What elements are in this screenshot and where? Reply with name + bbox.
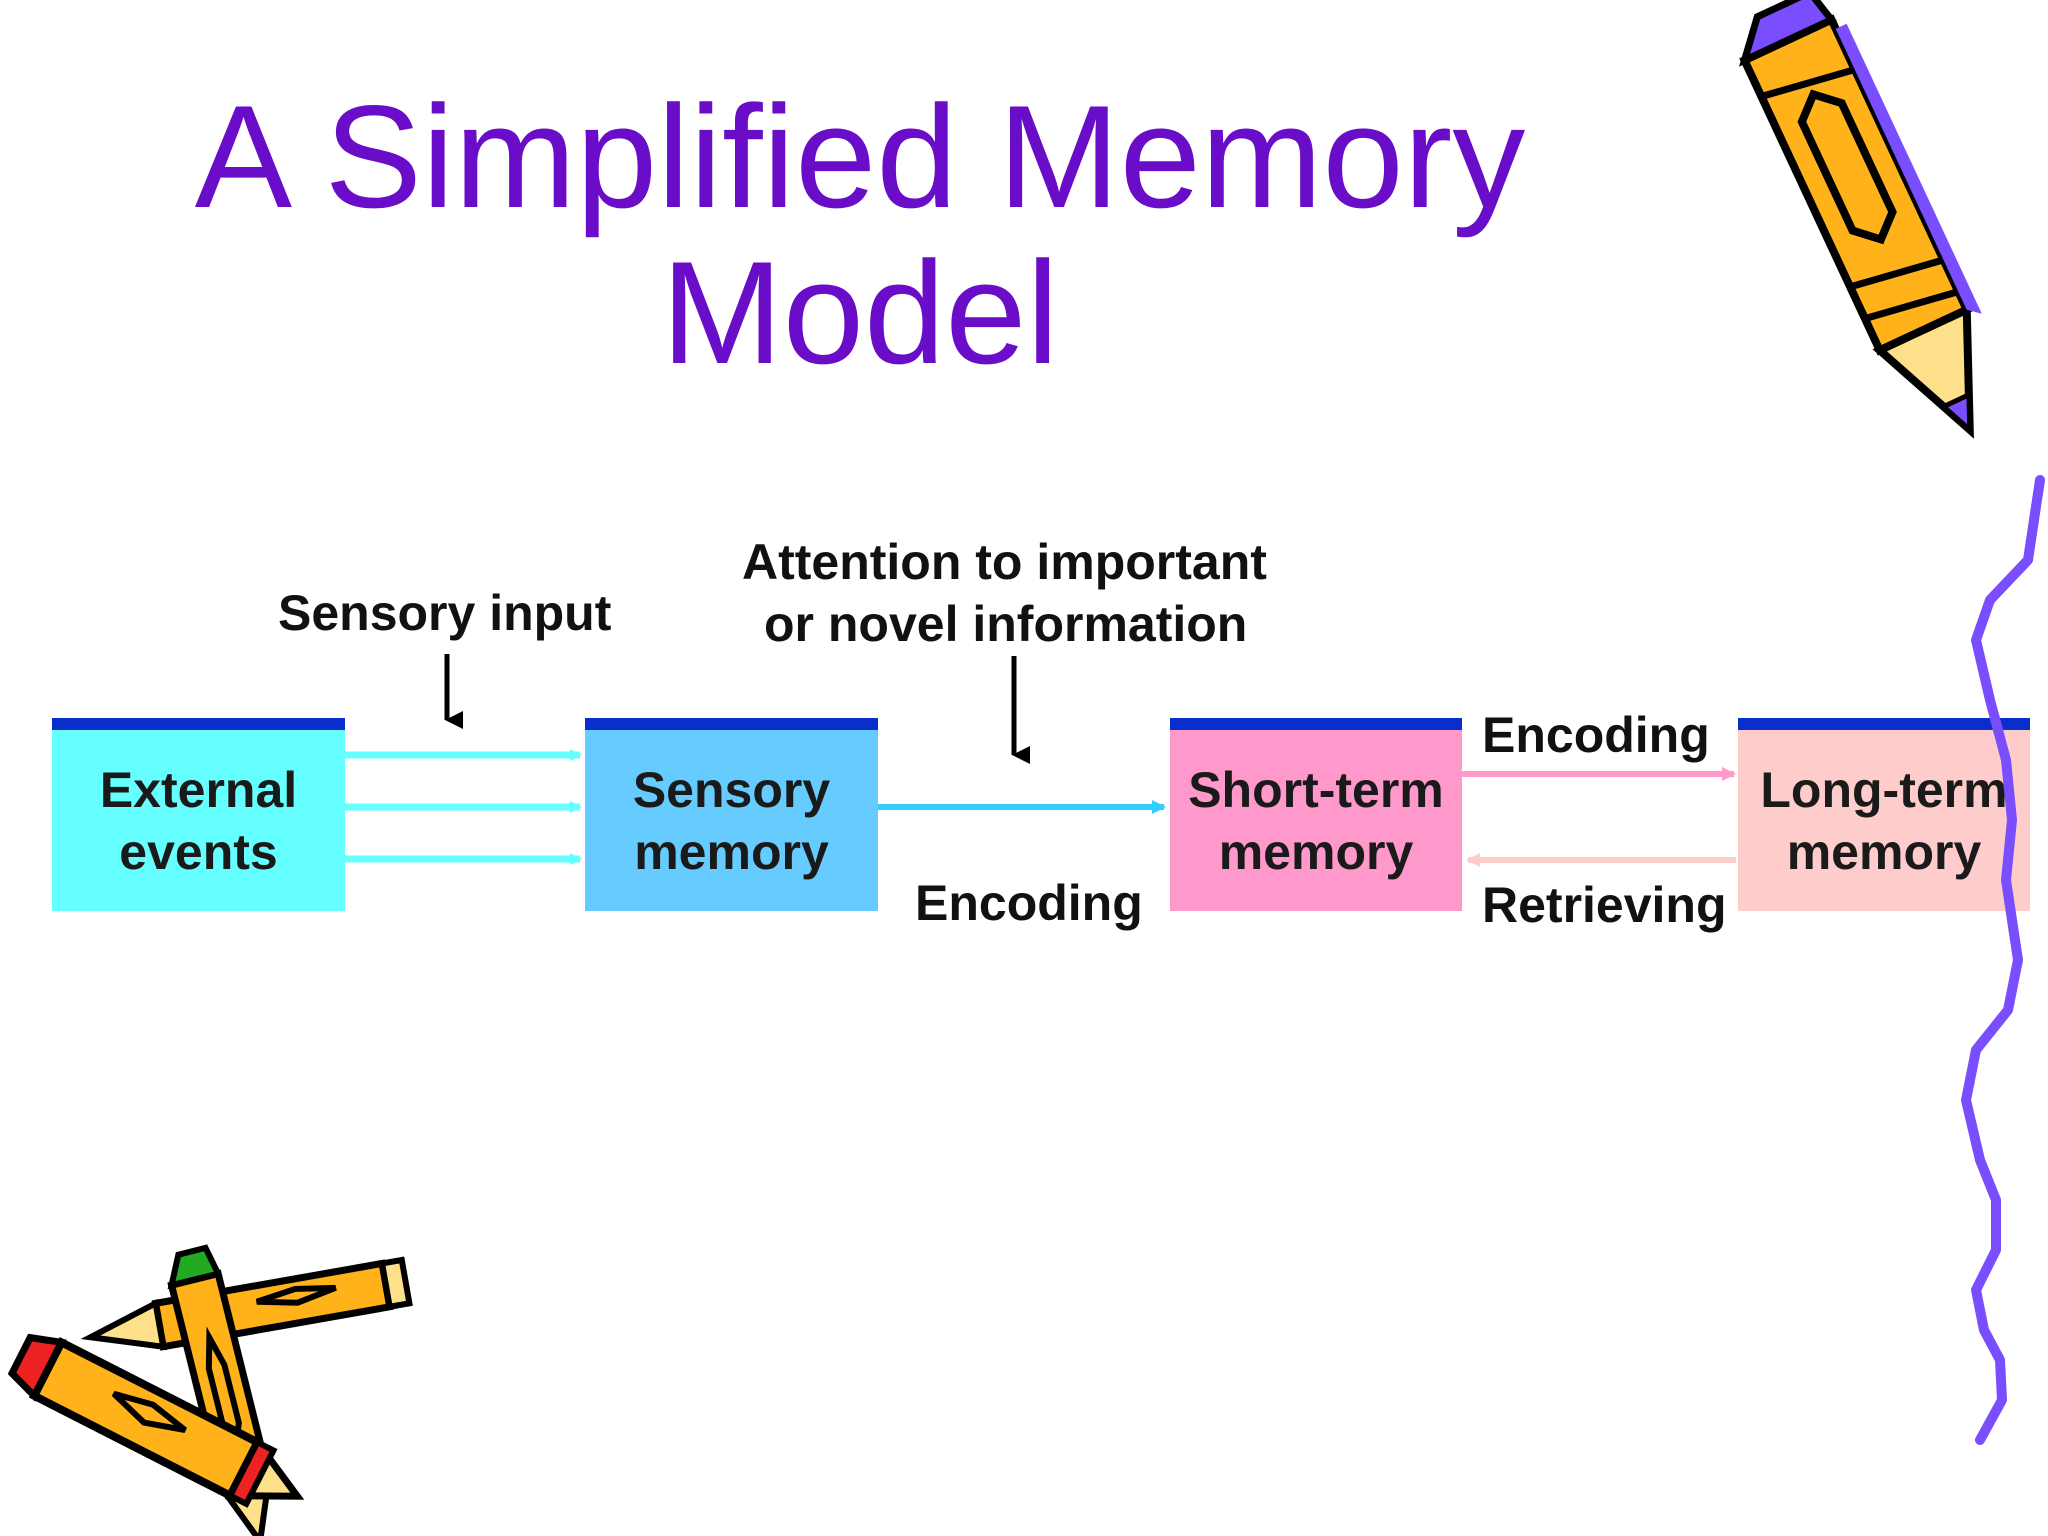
sensory-input-label: Sensory input: [278, 585, 612, 641]
pencil-icon: [1738, 0, 1982, 439]
long-term-memory-line2: memory: [1786, 823, 1982, 880]
short-term-memory-line1: Short-term: [1188, 761, 1444, 818]
encoding-label-lower: Encoding: [915, 875, 1143, 931]
long-term-memory-line1: Long-term: [1760, 761, 2008, 818]
attention-label-line2: or novel information: [764, 596, 1248, 652]
external-events-line2: events: [119, 823, 278, 880]
short-term-memory-box: Short-term memory: [1170, 718, 1462, 911]
squiggle-line: [1961, 475, 2045, 1445]
short-term-memory-line2: memory: [1218, 823, 1414, 880]
crossed-pencils-icon: [7, 1244, 413, 1536]
sensory-memory-line1: Sensory: [632, 761, 831, 818]
external-events-box: External events: [52, 718, 345, 911]
long-term-memory-box: Long-term memory: [1738, 718, 2030, 911]
sensory-memory-box: Sensory memory: [585, 718, 878, 911]
encoding-label-upper: Encoding: [1482, 707, 1710, 763]
attention-label-line1: Attention to important: [742, 534, 1267, 590]
title-line-2: Model: [661, 231, 1059, 394]
title-line-1: A Simplified Memory: [194, 75, 1526, 238]
sensory-memory-line2: memory: [634, 823, 829, 880]
external-events-line1: External: [99, 761, 298, 818]
retrieving-label: Retrieving: [1482, 877, 1727, 933]
